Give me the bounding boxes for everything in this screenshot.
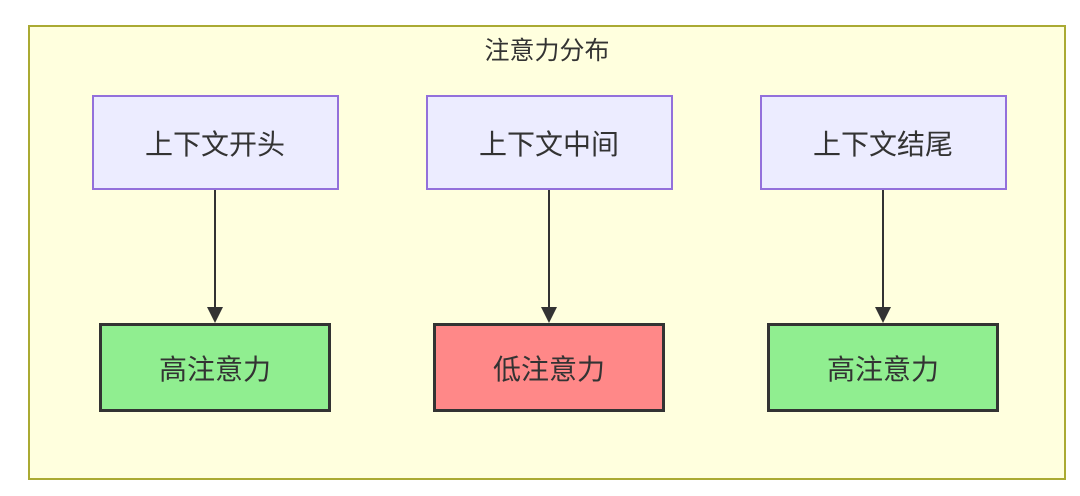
arrowhead-icon bbox=[541, 307, 557, 323]
attention-distribution-container: 注意力分布 上下文开头 高注意力 上下文中间 低注意力 上下文结尾 高注意力 bbox=[28, 25, 1066, 480]
arrowhead-icon bbox=[875, 307, 891, 323]
node-high-attention-2: 高注意力 bbox=[767, 323, 999, 412]
node-high-attention-1: 高注意力 bbox=[99, 323, 331, 412]
arrow-shaft bbox=[548, 190, 550, 307]
column-context-end: 上下文结尾 高注意力 bbox=[758, 95, 1008, 412]
arrow-down-icon bbox=[207, 190, 223, 323]
arrow-shaft bbox=[882, 190, 884, 307]
arrow-down-icon bbox=[541, 190, 557, 323]
arrowhead-icon bbox=[207, 307, 223, 323]
arrow-shaft bbox=[214, 190, 216, 307]
node-context-middle: 上下文中间 bbox=[425, 95, 673, 190]
node-low-attention: 低注意力 bbox=[433, 323, 665, 412]
diagram-title: 注意力分布 bbox=[484, 37, 610, 65]
node-context-end: 上下文结尾 bbox=[759, 95, 1007, 190]
column-context-start: 上下文开头 高注意力 bbox=[90, 95, 340, 412]
arrow-down-icon bbox=[875, 190, 891, 323]
column-context-middle: 上下文中间 低注意力 bbox=[424, 95, 674, 412]
node-context-start: 上下文开头 bbox=[91, 95, 339, 190]
